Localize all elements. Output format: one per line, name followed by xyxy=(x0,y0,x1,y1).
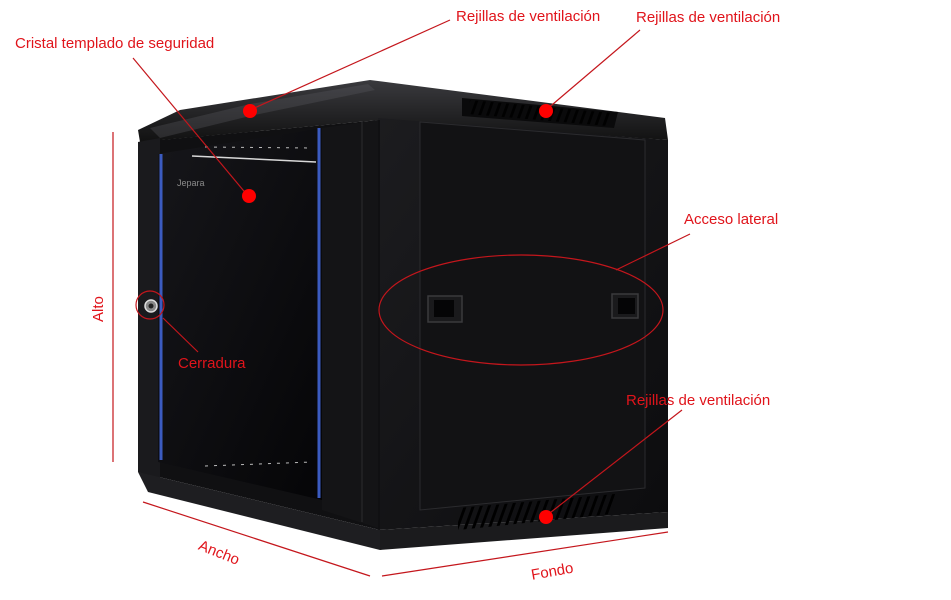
brand-mark: Jepara xyxy=(177,178,205,188)
dimension-height-label: Alto xyxy=(90,296,107,322)
label-tempered-glass: Cristal templado de seguridad xyxy=(15,35,215,52)
cabinet-side-panel xyxy=(378,98,668,550)
dot-vent-top-side xyxy=(539,104,553,118)
label-vent-bottom: Rejillas de ventilación xyxy=(626,392,771,409)
label-lock: Cerradura xyxy=(178,355,246,372)
glass-door xyxy=(158,128,322,500)
callout-dots xyxy=(242,104,553,524)
callout-lines xyxy=(112,19,691,577)
label-vent-top-side: Rejillas de ventilación xyxy=(636,9,781,26)
cabinet-front xyxy=(138,120,380,550)
dot-glass xyxy=(242,189,256,203)
label-vent-top-front: Rejillas de ventilación xyxy=(456,8,601,25)
cabinet-top xyxy=(138,80,668,142)
dot-vent-bottom xyxy=(539,510,553,524)
label-side-access: Acceso lateral xyxy=(684,211,779,228)
dot-vent-top-front xyxy=(243,104,257,118)
